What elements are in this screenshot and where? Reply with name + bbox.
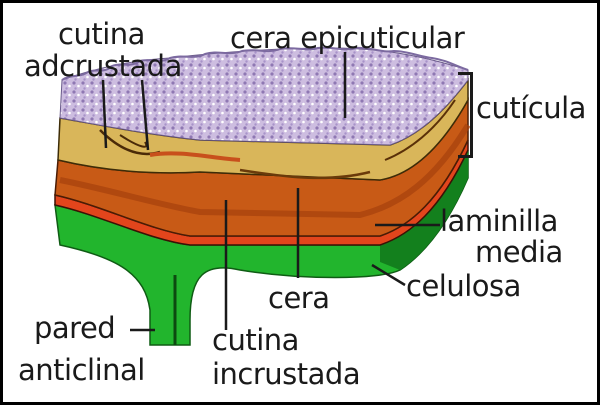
label-cutina-adcrustada-line2: adcrustada [24,52,182,81]
label-celulosa: celulosa [406,272,521,301]
label-laminilla-media-line2: media [475,238,563,267]
label-pared-anticlinal-line2: anticlinal [18,356,145,385]
label-laminilla-media-line1: laminilla [440,207,558,236]
label-cutina-adcrustada-line1: cutina [58,20,145,49]
label-cera: cera [268,284,329,313]
label-cera-epicuticular: cera epicuticular [230,24,464,53]
label-cutina-incrustada-line2: incrustada [212,360,360,389]
label-pared-anticlinal-line1: pared [34,314,115,343]
cuticula-bracket [458,72,473,158]
label-cuticula: cutícula [476,94,586,123]
label-cutina-incrustada-line1: cutina [212,326,299,355]
